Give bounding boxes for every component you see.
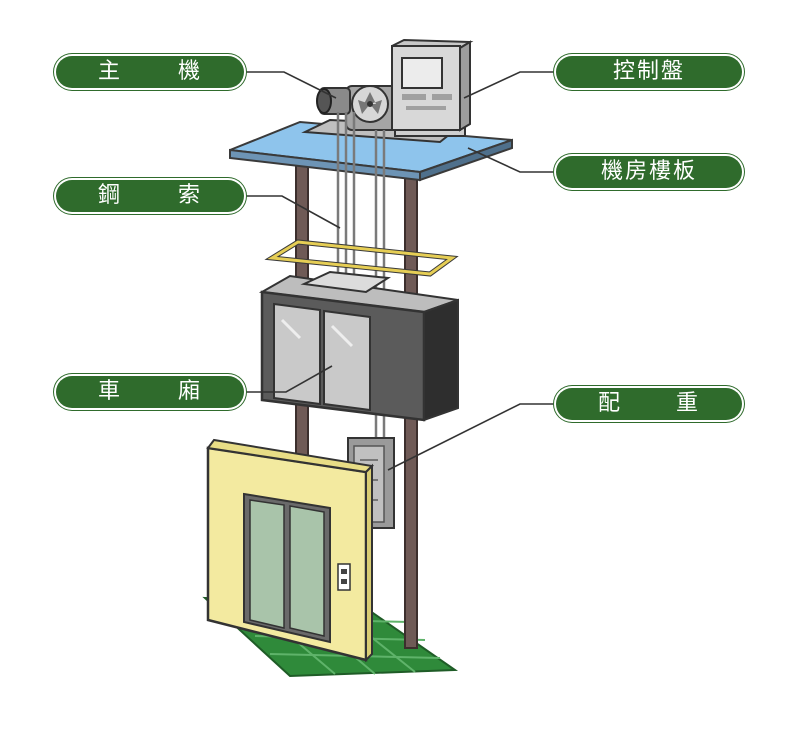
label-control-panel: 控制盤 <box>556 56 742 88</box>
landing-door <box>206 438 375 663</box>
leader-floor-slab <box>467 147 556 173</box>
label-machine-room-floor: 機房樓板 <box>556 156 742 188</box>
leader-main-machine <box>244 71 337 99</box>
rope-guide-frame <box>264 239 459 277</box>
leader-steel-rope <box>244 195 341 229</box>
leader-car <box>244 365 333 393</box>
control-panel-cabinet <box>391 38 474 132</box>
label-counterweight: 配 重 <box>556 388 742 420</box>
leader-counterweight <box>387 403 556 471</box>
label-main-machine: 主 機 <box>56 56 244 88</box>
label-car: 車 廂 <box>56 376 244 408</box>
leader-lines <box>244 71 556 471</box>
label-steel-rope: 鋼 索 <box>56 180 244 212</box>
elevator-car <box>258 270 459 422</box>
leader-control-panel <box>463 71 556 99</box>
